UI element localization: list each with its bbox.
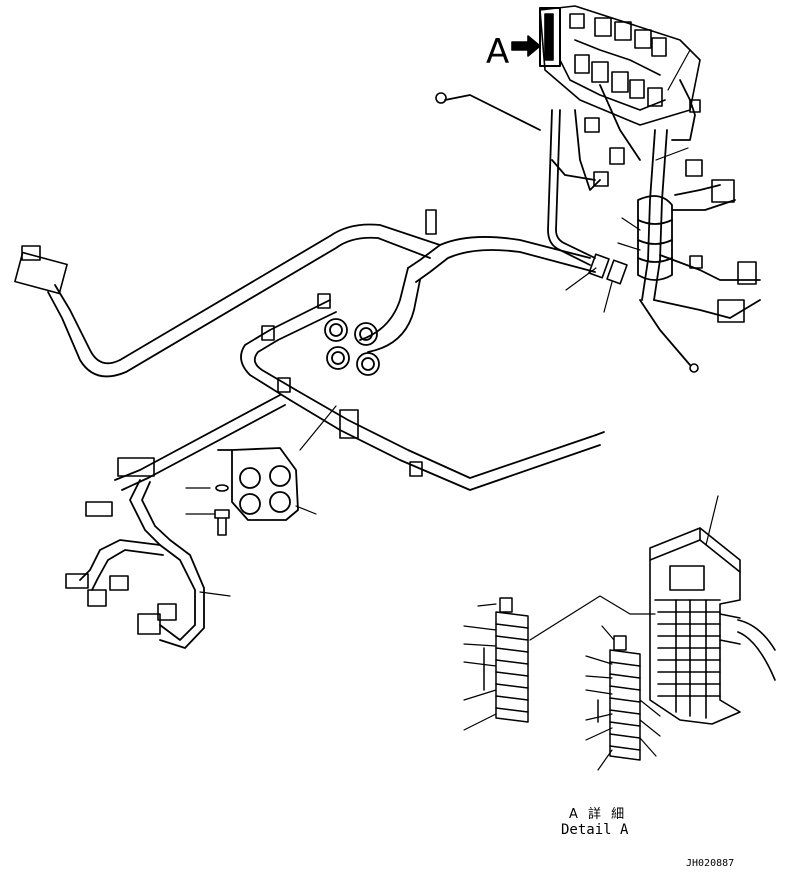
detail-title-jp: A 詳 細 — [569, 807, 628, 822]
round-connectors — [324, 318, 380, 376]
detail-a-connector-left — [483, 597, 529, 723]
washer-icon — [215, 484, 229, 492]
drawing-code: JH020887 — [686, 858, 735, 869]
fuse-relay-box — [539, 5, 701, 126]
main-harness — [47, 79, 761, 649]
detail-leader-lines — [463, 495, 719, 771]
mounting-plate — [217, 447, 299, 521]
harness-clamps — [261, 209, 628, 477]
bolt-icon — [214, 509, 230, 536]
view-arrow-icon — [511, 35, 541, 57]
detail-a-fuse-block — [649, 527, 776, 725]
harness-connectors — [14, 92, 757, 635]
view-marker-label: A — [486, 32, 510, 72]
detail-title-en: Detail A — [561, 822, 629, 838]
detail-a-connector-right — [597, 635, 641, 761]
leader-lines — [185, 49, 691, 597]
